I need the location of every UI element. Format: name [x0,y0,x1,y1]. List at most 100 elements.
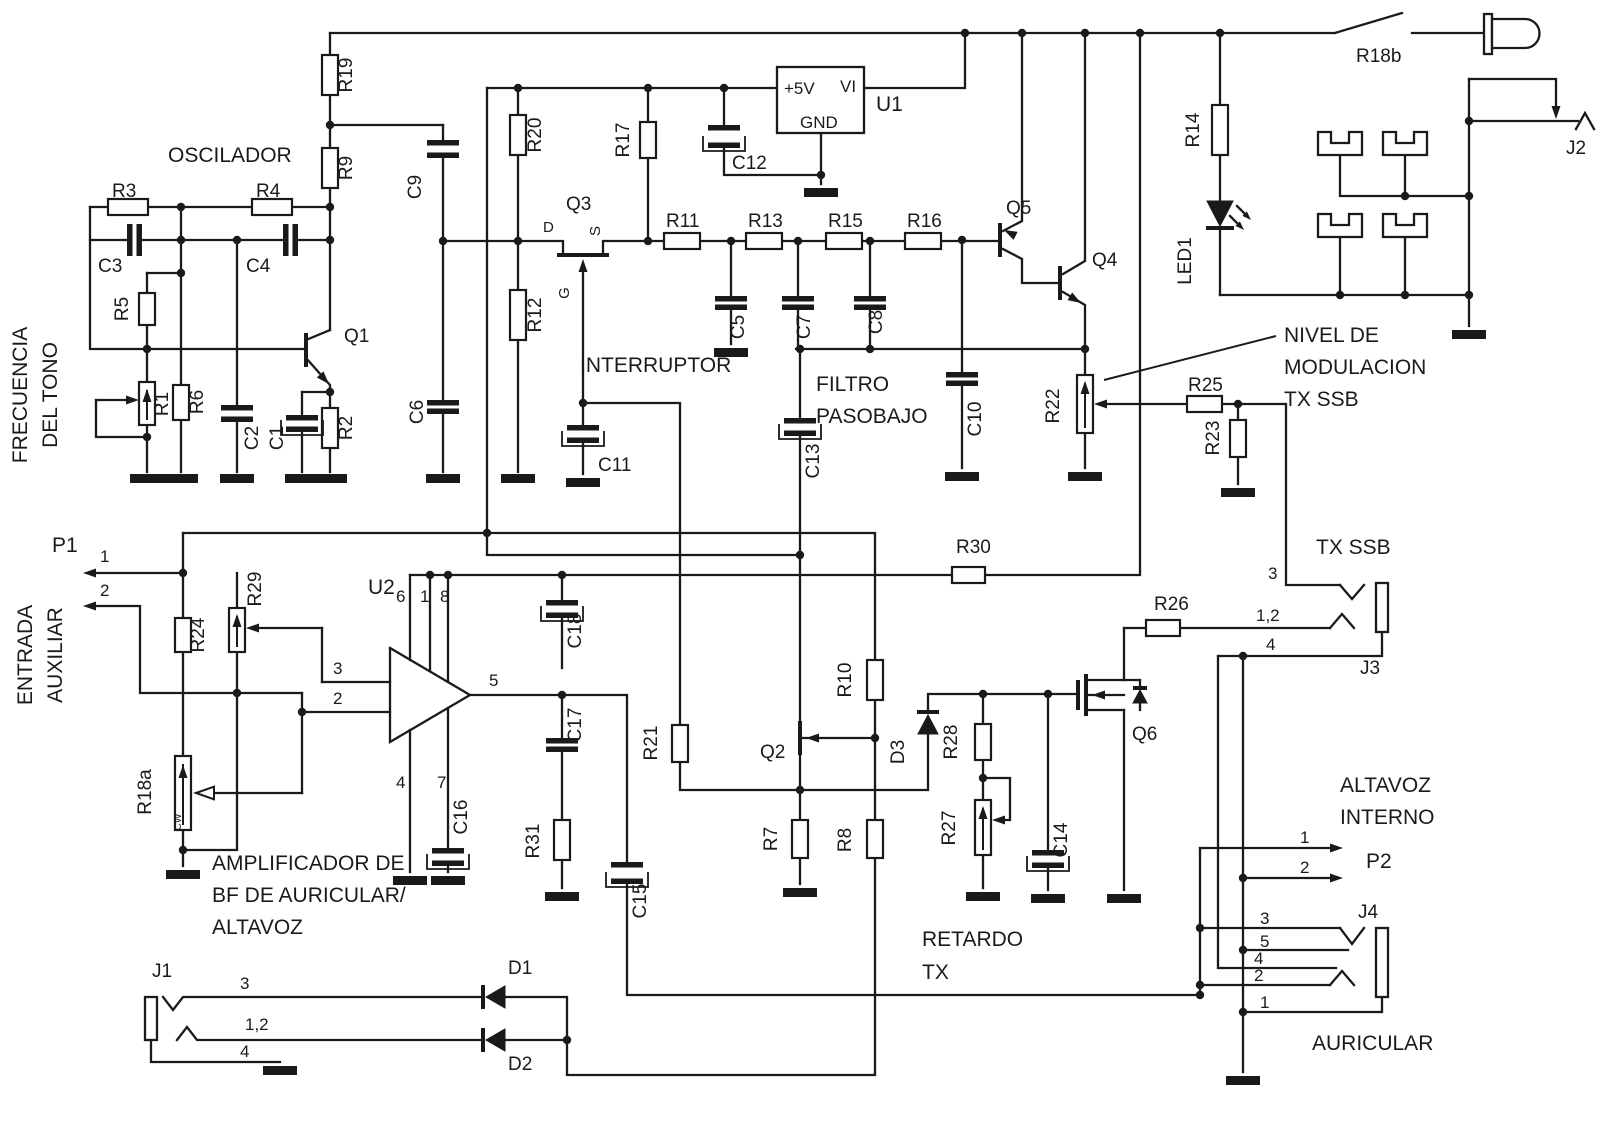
label-4: 4 [240,1042,249,1061]
wire [1241,995,1384,1014]
R31-resistor [552,818,572,862]
wire [722,146,823,177]
junction-dot [795,785,805,795]
label-amplificador-de: AMPLIFICADOR DE [212,852,405,875]
label-r4: R4 [256,181,281,202]
LED1-ray2-arrow [1235,221,1244,230]
junction-dot [1080,28,1090,38]
junction-dot [1400,191,1410,201]
junction-dot [816,170,826,180]
wire [926,692,1080,714]
J2-plug-bar [1482,12,1494,56]
label-frecuencia: FRECUENCIA [9,327,32,464]
junction-dot [1335,290,1345,300]
wire [175,1025,485,1042]
label-r26: R26 [1154,594,1189,615]
wire [304,356,332,394]
Q6-bodydiode-triangle [1132,688,1148,704]
C6-plate [427,408,459,414]
junction-dot [960,28,970,38]
label-r28: R28 [941,725,962,760]
C16-plate [432,860,464,866]
ground-symbol [1452,330,1486,339]
C3-capacitor [127,224,142,256]
label-4: 4 [1266,635,1275,654]
wire [625,882,1202,997]
wire [94,398,149,439]
wire [1328,969,1356,987]
junction-dot [1238,873,1248,883]
label-r19: R19 [336,58,357,93]
C18-capacitor-polarized [540,600,584,622]
R20-resistor [508,113,528,157]
Q6-substrate-arrow [1092,690,1105,700]
label-4: 4 [1254,949,1263,968]
label-2: 2 [1300,858,1309,877]
label-r7: R7 [761,827,782,851]
junction-dot [865,344,875,354]
junction-dot [1080,344,1090,354]
label-q4: Q4 [1092,250,1118,271]
junction-dot [557,570,567,580]
C1-polarity-bracket [280,420,324,436]
label-r23: R23 [1203,421,1224,456]
label-r25: R25 [1188,375,1223,396]
label-c16: C16 [451,800,472,835]
C18-plate [546,612,578,618]
wire [1338,926,1366,946]
junction-dot [643,83,653,93]
Q4-emitter-arrow [1067,292,1081,303]
ground-symbol [783,888,817,897]
label-interruptor: INTERRUPTOR [580,354,731,377]
R24-resistor [173,616,193,654]
label-r29: R29 [245,572,266,607]
C15-polarity-bracket [605,872,649,888]
junction-dot [1043,689,1053,699]
C2-plate [221,416,253,422]
battery-cell-1 [1316,130,1364,157]
ground-symbol [164,474,198,483]
label-r6: R6 [187,390,208,414]
D1-triangle [485,985,506,1009]
J3-jack-sleeve [1374,581,1390,634]
C3-plate [136,224,142,256]
R16-resistor [903,231,943,251]
R9-resistor [320,146,340,190]
C6-capacitor [427,400,459,414]
label-d2: D2 [508,1054,532,1075]
label-r31: R31 [523,824,544,859]
ground-symbol [545,892,579,901]
P1-pin1-arrow [83,568,96,578]
label-c6: C6 [407,400,428,424]
junction-dot [178,845,188,855]
label-j1: J1 [152,961,172,982]
R10-resistor [865,658,885,702]
label-1-2: 1,2 [245,1015,269,1034]
junction-dot [178,568,188,578]
C12-capacitor-polarized [702,125,746,152]
label-8: 8 [440,587,449,606]
R1-wiper-arrow [126,395,139,405]
nivel-modulacion-pointer [1103,335,1277,381]
R5-resistor [137,291,157,327]
ground-symbol [501,474,535,483]
junction-dot [1238,945,1248,955]
label-auricular: AURICULAR [1312,1032,1433,1055]
C11-capacitor-polarized [561,425,605,447]
label-modulacion: MODULACION [1284,356,1426,379]
battery-cell-3 [1316,212,1364,239]
R13-resistor [744,231,784,251]
wire [503,856,877,1077]
label-r14: R14 [1183,112,1204,147]
battery-cell-4 [1381,212,1429,239]
C7-plate [782,296,814,302]
label-tx-ssb: TX SSB [1284,388,1359,411]
label-r24: R24 [188,617,209,652]
R22-cursor-arrow [1080,381,1090,394]
label-r30: R30 [956,537,991,558]
junction-dot [1464,290,1474,300]
C10-capacitor [946,372,978,386]
label-1: 1 [1260,993,1269,1012]
C8-plate [854,296,886,302]
